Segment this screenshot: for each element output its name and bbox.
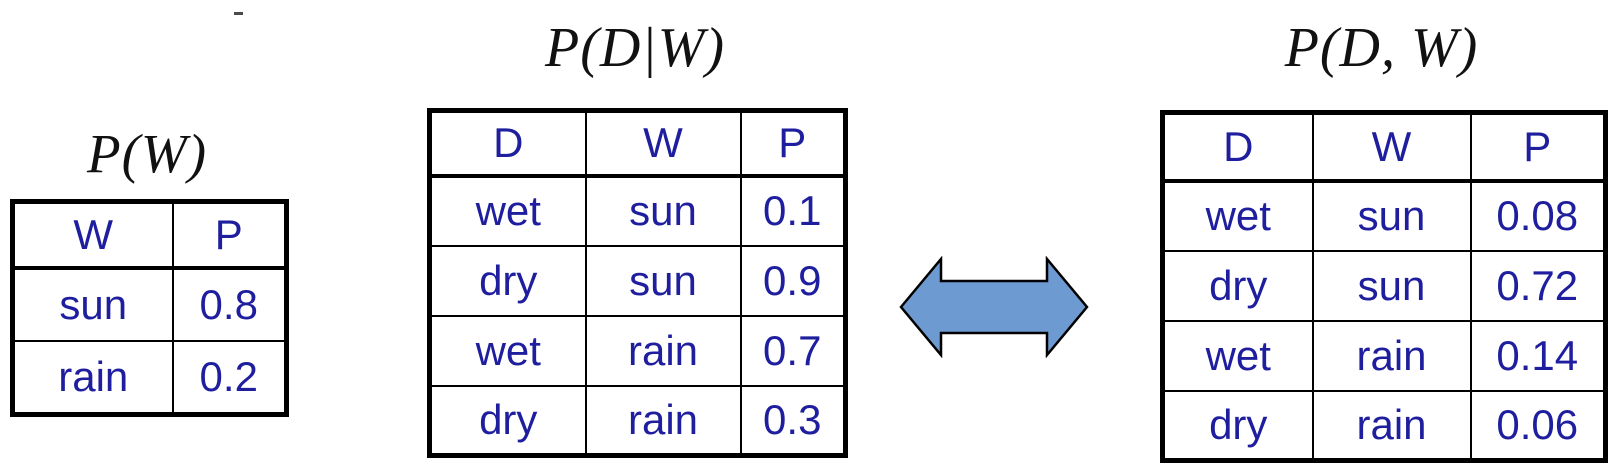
table-cell: 0.08 [1469, 179, 1607, 252]
column-header-p: P [171, 200, 288, 270]
table-row: dry sun 0.9 [428, 244, 847, 317]
table-cell: dry [428, 384, 587, 457]
header-row: D W P [428, 109, 847, 178]
column-header-w: W [1311, 111, 1472, 183]
header-row: W P [11, 200, 288, 270]
column-header-w: W [584, 109, 742, 178]
table-cell: sun [11, 266, 174, 342]
conditional-table-title: P(D|W) [545, 17, 725, 79]
table-cell: 0.7 [739, 314, 847, 387]
column-header-p: P [1469, 111, 1607, 183]
table-cell: 0.2 [171, 340, 288, 416]
prior-table-title: P(W) [86, 123, 208, 184]
table-cell: dry [428, 244, 587, 317]
table-cell: sun [584, 244, 742, 317]
table-cell: 0.9 [739, 244, 847, 317]
table-cell: wet [1161, 319, 1314, 392]
stray-dash-mark [234, 12, 243, 15]
table-row: sun 0.8 [11, 266, 288, 342]
table-cell: 0.3 [739, 384, 847, 457]
table-cell: 0.72 [1469, 249, 1607, 322]
table-row: rain 0.2 [11, 340, 288, 416]
prior-probability-table: W P sun 0.8 rain 0.2 [10, 199, 289, 417]
table-cell: dry [1161, 249, 1314, 322]
table-cell: rain [1311, 319, 1472, 392]
joint-table-title: P(D, W) [1284, 17, 1479, 79]
table-row: wet sun 0.1 [428, 174, 847, 247]
table-cell: dry [1161, 389, 1314, 462]
table-row: dry rain 0.06 [1161, 389, 1607, 462]
table-row: wet rain 0.14 [1161, 319, 1607, 392]
table-cell: 0.8 [171, 266, 288, 342]
table-cell: wet [428, 314, 587, 387]
double-headed-arrow-icon [899, 255, 1089, 359]
column-header-d: D [1161, 111, 1314, 183]
table-cell: 0.06 [1469, 389, 1607, 462]
table-cell: sun [584, 174, 742, 247]
table-cell: 0.1 [739, 174, 847, 247]
conditional-probability-table: D W P wet sun 0.1 dry sun 0.9 wet rain 0… [427, 108, 848, 458]
header-row: D W P [1161, 111, 1607, 183]
table-cell: wet [1161, 179, 1314, 252]
table-cell: sun [1311, 249, 1472, 322]
joint-probability-table: D W P wet sun 0.08 dry sun 0.72 wet rain… [1160, 110, 1608, 463]
table-cell: rain [1311, 389, 1472, 462]
table-cell: 0.14 [1469, 319, 1607, 392]
table-cell: sun [1311, 179, 1472, 252]
table-row: wet sun 0.08 [1161, 179, 1607, 252]
table-cell: rain [11, 340, 174, 416]
column-header-w: W [11, 200, 174, 270]
table-row: dry sun 0.72 [1161, 249, 1607, 322]
table-cell: wet [428, 174, 587, 247]
column-header-d: D [428, 109, 587, 178]
table-row: dry rain 0.3 [428, 384, 847, 457]
table-cell: rain [584, 384, 742, 457]
table-row: wet rain 0.7 [428, 314, 847, 387]
table-cell: rain [584, 314, 742, 387]
column-header-p: P [739, 109, 847, 178]
